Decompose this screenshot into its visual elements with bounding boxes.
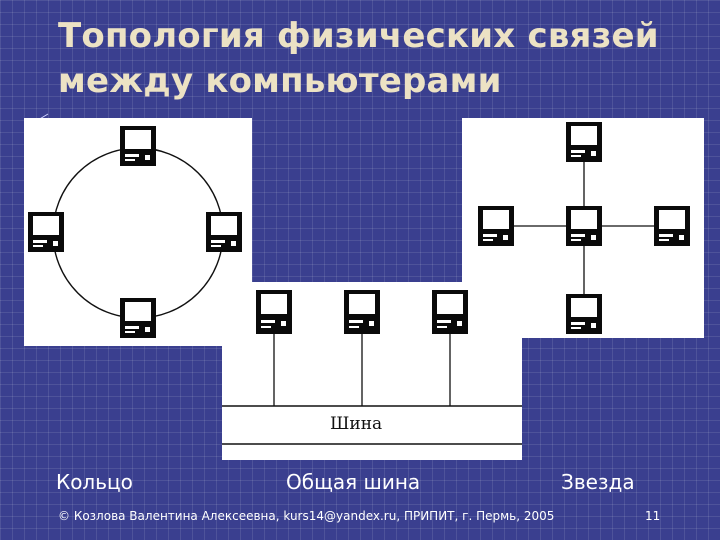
computer-icon xyxy=(206,212,242,252)
bus-topology-diagram: Шина xyxy=(222,282,522,460)
caption-star: Звезда xyxy=(561,470,635,494)
footer-copyright: © Козлова Валентина Алексеевна, kurs14@y… xyxy=(58,509,555,523)
ring-topology-diagram xyxy=(24,118,252,346)
computer-icon xyxy=(566,294,602,334)
computer-icon xyxy=(120,126,156,166)
slide-title: Топология физических связей между компью… xyxy=(58,14,708,104)
computer-icon xyxy=(654,206,690,246)
computer-icon xyxy=(344,290,380,334)
computer-icon xyxy=(256,290,292,334)
title-line-1: Топология физических связей xyxy=(58,16,659,56)
bus-label: Шина xyxy=(330,414,383,434)
caption-bus: Общая шина xyxy=(286,470,421,494)
title-line-2: между компьютерами xyxy=(58,61,502,101)
computer-icon xyxy=(28,212,64,252)
computer-icon xyxy=(478,206,514,246)
computer-icon xyxy=(566,206,602,246)
computer-icon xyxy=(432,290,468,334)
page-number: 11 xyxy=(645,509,661,523)
computer-icon xyxy=(566,122,602,162)
caption-ring: Кольцо xyxy=(56,470,133,494)
computer-icon xyxy=(120,298,156,338)
